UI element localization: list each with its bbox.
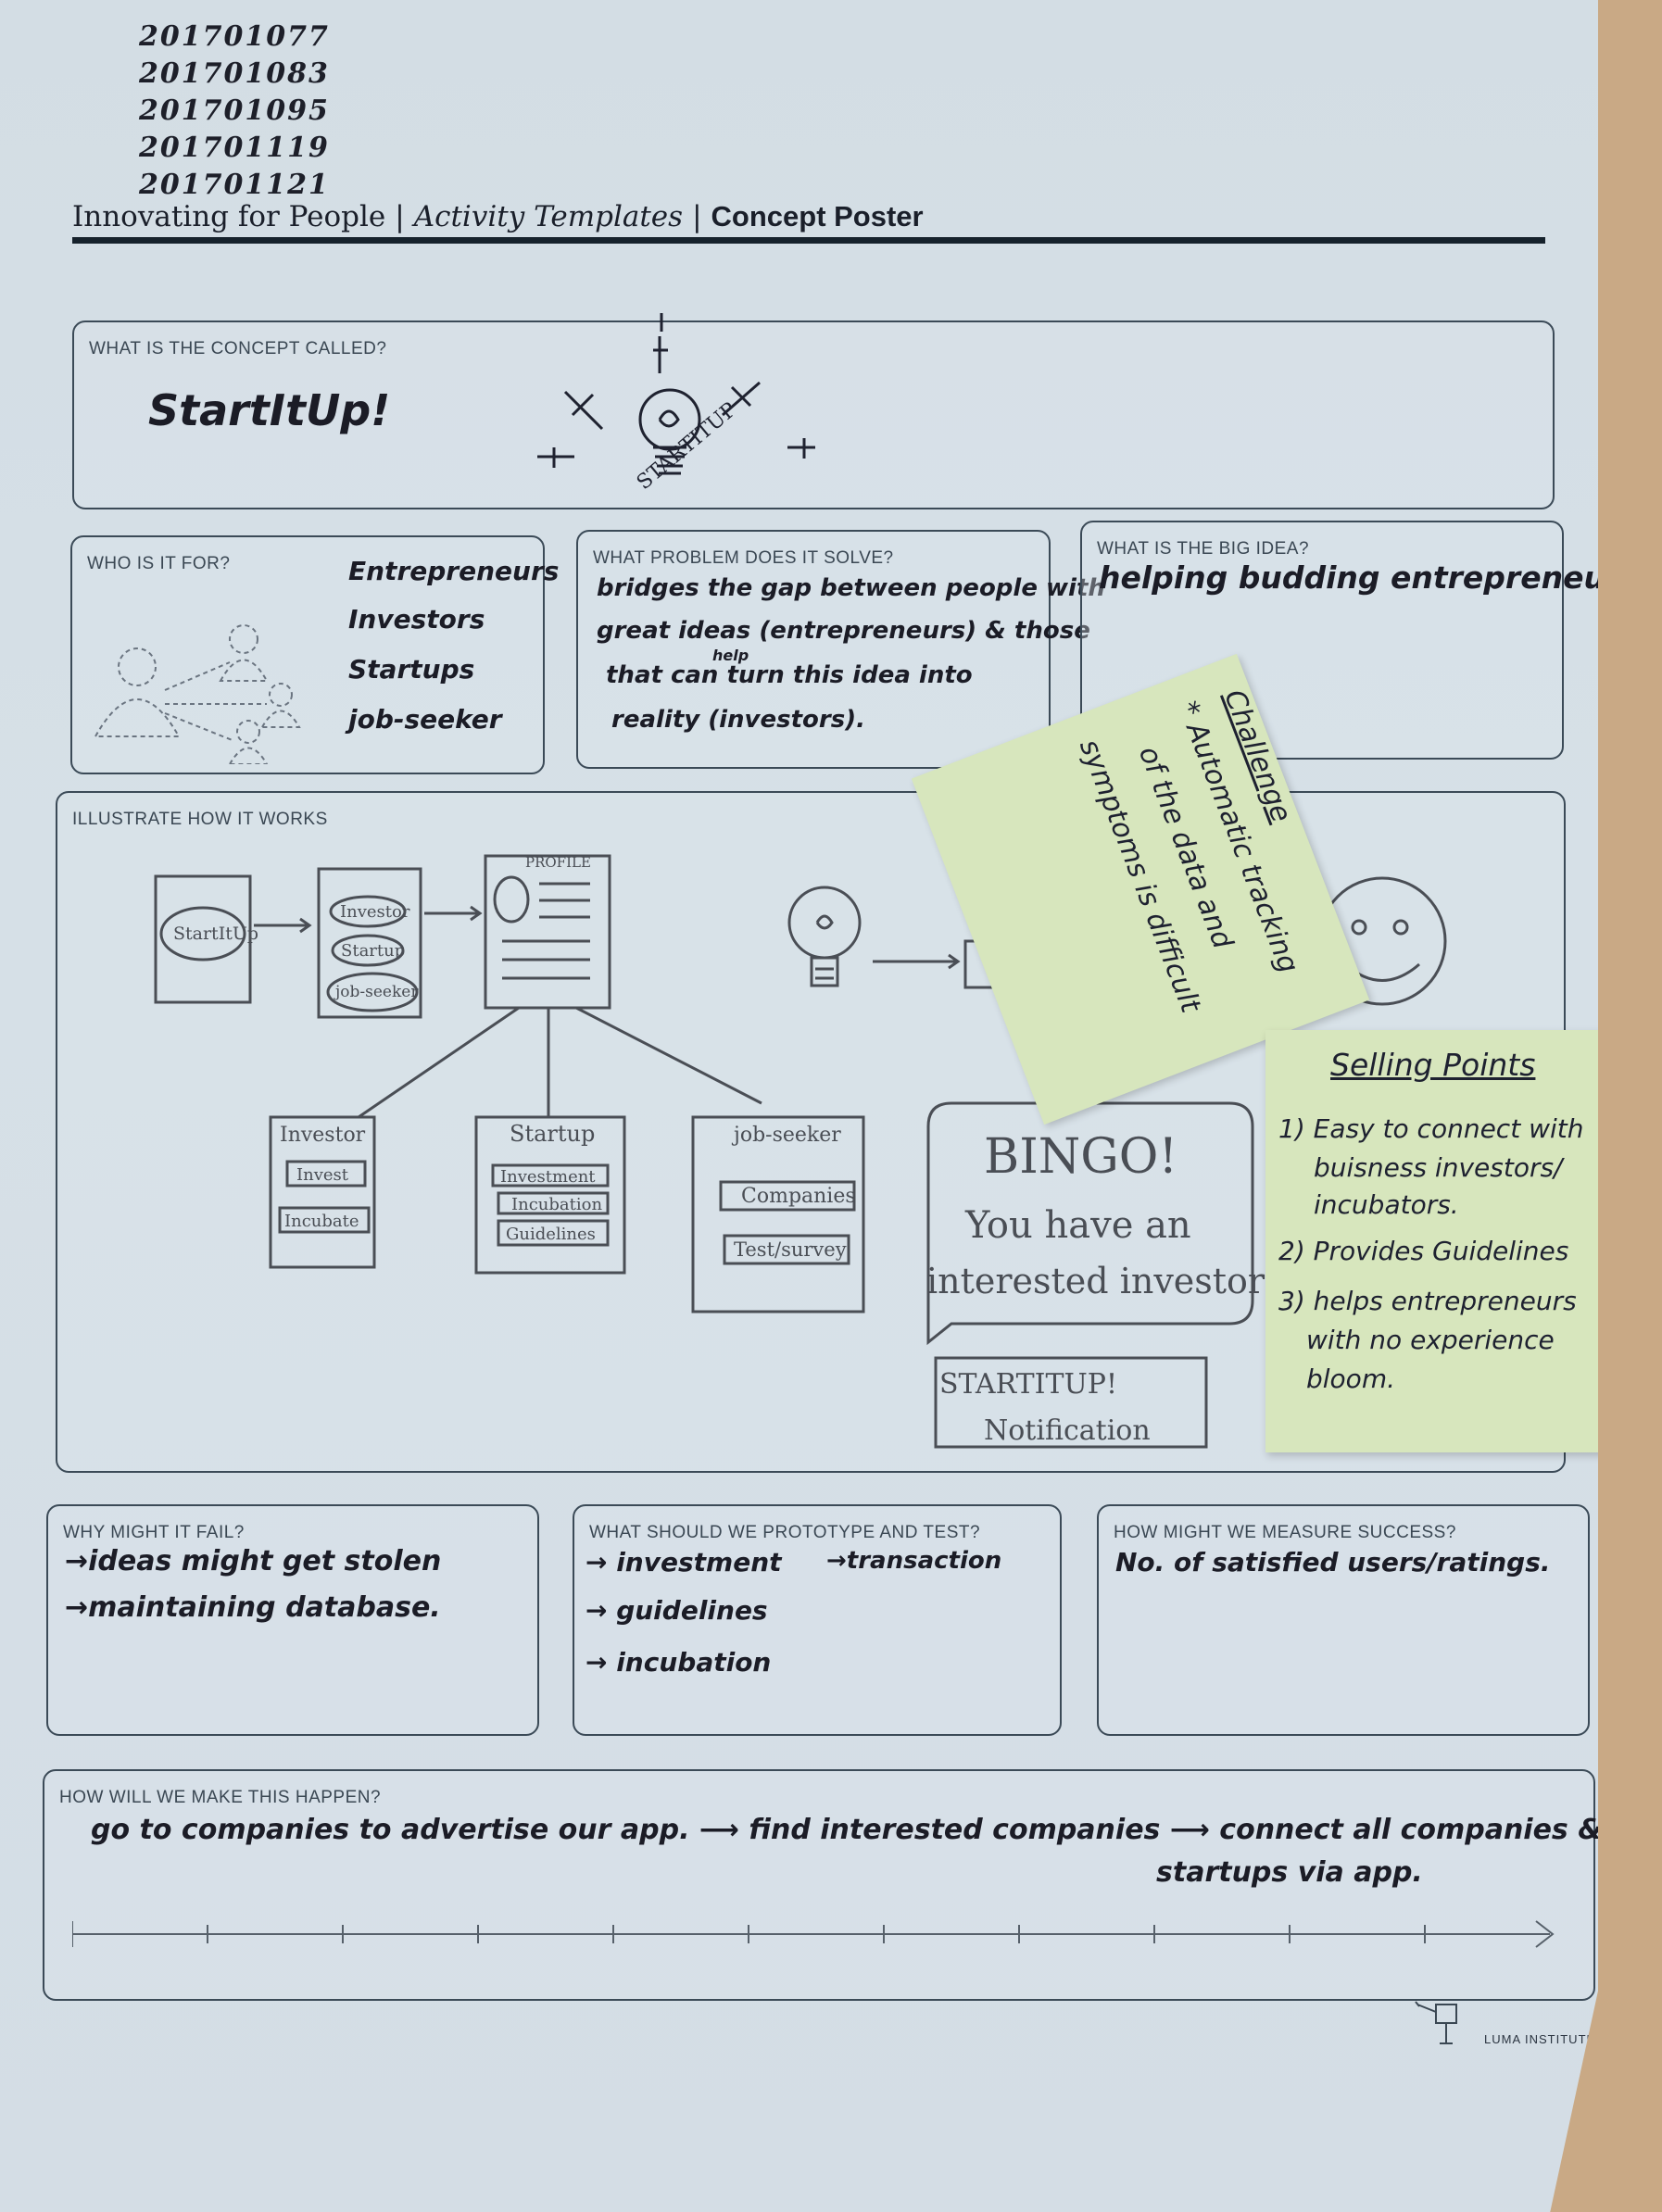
startup-card-item: Investment (500, 1167, 596, 1187)
jobseeker-card-title: job-seeker (731, 1124, 841, 1147)
startup-card-item: Guidelines (506, 1225, 596, 1244)
who-for-box: WHO IS IT FOR? Entrepreneurs Investors S… (70, 535, 559, 774)
problem-line: bridges the gap between people with (597, 574, 1105, 602)
measure-box: HOW MIGHT WE MEASURE SUCCESS? No. of sat… (1097, 1504, 1590, 1736)
luma-mascot-icon (1415, 2001, 1457, 2044)
startup-card-title: Startup (510, 1121, 595, 1147)
header-poster-name: Concept Poster (711, 200, 924, 233)
happen-line: go to companies to advertise our app. ⟶ … (91, 1814, 1603, 1846)
prototype-label: WHAT SHOULD WE PROTOTYPE AND TEST? (589, 1523, 981, 1542)
audience-item: Investors (348, 604, 485, 635)
student-id: 201701095 (139, 94, 330, 127)
happen-line: startups via app. (1156, 1856, 1423, 1889)
notification-subtitle: Notification (984, 1414, 1151, 1447)
flow-sketch: StartItUp Investor Startup job-seeker PR… (154, 854, 1447, 1449)
fail-box: WHY MIGHT IT FAIL? →ideas might get stol… (46, 1504, 539, 1736)
concept-box: WHAT IS THE CONCEPT CALLED? StartItUp! S… (72, 313, 1555, 509)
audience-item: Entrepreneurs (348, 556, 560, 586)
header-title: Innovating for People (72, 200, 386, 233)
problem-insert: help (712, 647, 749, 664)
big-idea-text: helping budding entrepreneurs (1099, 559, 1639, 596)
concept-name: StartItUp! (148, 385, 391, 435)
profile-label: PROFILE (525, 854, 591, 871)
prototype-line: → guidelines (585, 1595, 768, 1626)
measure-label: HOW MIGHT WE MEASURE SUCCESS? (1114, 1523, 1456, 1542)
notification-title: STARTITUP! (939, 1368, 1117, 1401)
prototype-line: → incubation (585, 1647, 772, 1678)
problem-line: reality (investors). (611, 706, 865, 734)
screen2-jobseeker: job-seeker (334, 983, 419, 1001)
problem-box: WHAT PROBLEM DOES IT SOLVE? bridges the … (576, 530, 1105, 769)
bulb-logo-icon: STARTITUP (537, 313, 815, 494)
startup-card-item: Incubation (511, 1195, 602, 1214)
investor-card-item: Incubate (284, 1212, 359, 1231)
people-icon (94, 624, 301, 764)
luma-footer: LUMA INSTITUTE (1408, 1997, 1596, 2053)
jobseeker-card-item: Companies (741, 1185, 856, 1208)
selling-point-line: 1) Easy to connect with (1278, 1113, 1584, 1144)
bubble-title: BINGO! (984, 1129, 1177, 1185)
fail-label: WHY MIGHT IT FAIL? (63, 1523, 245, 1542)
header-separator: | (692, 200, 702, 233)
happen-label: HOW WILL WE MAKE THIS HAPPEN? (59, 1788, 382, 1807)
fail-line: →maintaining database. (65, 1591, 441, 1624)
bubble-line: You have an (964, 1204, 1191, 1247)
screen2-investor: Investor (340, 902, 410, 922)
selling-point-line: 3) helps entrepreneurs (1278, 1286, 1577, 1316)
investor-card-title: Investor (280, 1124, 366, 1147)
measure-text: No. of satisfied users/ratings. (1115, 1547, 1551, 1577)
selling-point-line: incubators. (1314, 1189, 1459, 1220)
student-id: 201701083 (139, 57, 330, 90)
investor-card-item: Invest (296, 1165, 349, 1185)
illustrate-label: ILLUSTRATE HOW IT WORKS (72, 810, 328, 829)
selling-point-line: with no experience (1306, 1325, 1555, 1355)
prototype-extra: →transaction (826, 1547, 1002, 1575)
jobseeker-card-item: Test/survey (734, 1238, 847, 1261)
screen1-label: StartItUp (173, 924, 258, 944)
happen-box: HOW WILL WE MAKE THIS HAPPEN? go to comp… (43, 1769, 1598, 2001)
header-subtitle: Activity Templates (413, 200, 684, 233)
selling-point-line: 2) Provides Guidelines (1278, 1236, 1569, 1266)
audience-item: job-seeker (348, 704, 502, 735)
big-idea-label: WHAT IS THE BIG IDEA? (1097, 539, 1310, 559)
student-id: 201701077 (139, 20, 330, 53)
audience-item: Startups (348, 654, 475, 685)
problem-line: that can turn this idea into (606, 661, 973, 689)
student-id-list: 201701077 201701083 201701095 201701119 … (139, 19, 330, 204)
prototype-line: → investment (585, 1547, 782, 1577)
bubble-line: interested investor (926, 1261, 1265, 1301)
screen2-startup: Startup (341, 941, 405, 961)
who-for-label: WHO IS IT FOR? (87, 554, 231, 573)
selling-points-title: Selling Points (1330, 1047, 1536, 1083)
student-id: 201701119 (139, 132, 330, 164)
timeline-arrow (72, 1920, 1555, 1948)
fail-line: →ideas might get stolen (65, 1545, 442, 1577)
selling-point-line: bloom. (1306, 1364, 1395, 1394)
problem-label: WHAT PROBLEM DOES IT SOLVE? (593, 548, 894, 568)
header-separator: | (395, 200, 405, 233)
concept-label: WHAT IS THE CONCEPT CALLED? (89, 339, 387, 358)
selling-points-sticky-note: Selling Points 1) Easy to connect with b… (1265, 1030, 1598, 1452)
problem-line: great ideas (entrepreneurs) & those (597, 617, 1090, 645)
luma-brand-text: LUMA INSTITUTE (1484, 2032, 1596, 2046)
prototype-box: WHAT SHOULD WE PROTOTYPE AND TEST? → inv… (573, 1504, 1062, 1736)
logo-text: STARTITUP (633, 398, 741, 494)
poster-header: Innovating for People |Activity Templates… (72, 200, 1545, 244)
selling-point-line: buisness investors/ (1314, 1152, 1563, 1183)
poster-paper: 201701077 201701083 201701095 201701119 … (0, 0, 1598, 2212)
student-id: 201701121 (139, 169, 330, 201)
